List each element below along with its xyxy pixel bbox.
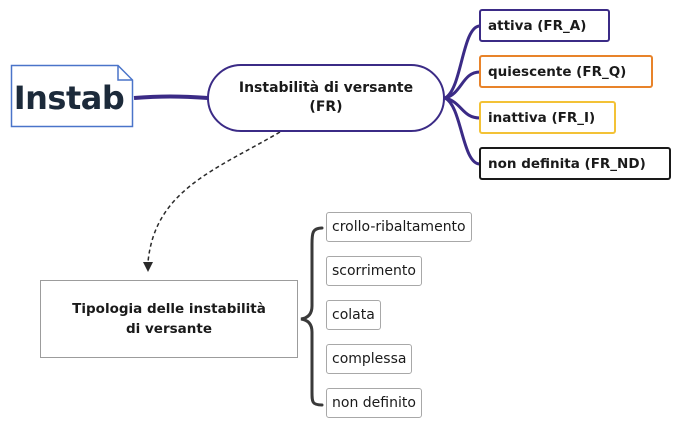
dashed-link-typology [147, 131, 281, 263]
state-inattiva-node[interactable]: inattiva (FR_I) [479, 101, 616, 134]
typology-item-label: complessa [332, 351, 407, 367]
typology-brace [300, 226, 324, 407]
state-non-definita-label: non definita (FR_ND) [488, 155, 646, 172]
typology-item-crollo[interactable]: crollo-ribaltamento [326, 212, 472, 242]
typology-item-non-definito[interactable]: non definito [326, 388, 422, 418]
main-topic-line2: (FR) [309, 99, 343, 115]
state-quiescente-node[interactable]: quiescente (FR_Q) [479, 55, 653, 88]
link-attiva [444, 24, 481, 100]
typology-item-colata[interactable]: colata [326, 300, 381, 330]
main-topic-line1: Instabilità di versante [238, 80, 414, 96]
document-icon [10, 64, 134, 128]
typology-item-label: scorrimento [332, 263, 416, 279]
typology-item-label: non definito [332, 395, 416, 411]
state-quiescente-label: quiescente (FR_Q) [488, 63, 627, 80]
instab-doc-node[interactable]: Instab [10, 64, 134, 128]
main-topic-node[interactable]: Instabilità di versante (FR) [207, 64, 445, 132]
doc-to-main-link [133, 94, 209, 100]
state-inattiva-label: inattiva (FR_I) [488, 109, 596, 126]
doc-node-label: Instab [13, 79, 125, 117]
typology-item-scorrimento[interactable]: scorrimento [326, 256, 422, 286]
dashed-link-arrowhead [143, 262, 153, 272]
typology-item-complessa[interactable]: complessa [326, 344, 413, 374]
typology-item-label: crollo-ribaltamento [332, 219, 466, 235]
typology-line1: Tipologia delle instabilità [72, 301, 266, 317]
typology-item-label: colata [332, 307, 375, 323]
link-quiescente [444, 70, 481, 100]
typology-line2: di versante [126, 321, 212, 337]
state-attiva-label: attiva (FR_A) [488, 17, 587, 34]
typology-node[interactable]: Tipologia delle instabilità di versante [40, 280, 298, 358]
state-attiva-node[interactable]: attiva (FR_A) [479, 9, 610, 42]
state-non-definita-node[interactable]: non definita (FR_ND) [479, 147, 671, 180]
link-non-definita [444, 96, 481, 166]
